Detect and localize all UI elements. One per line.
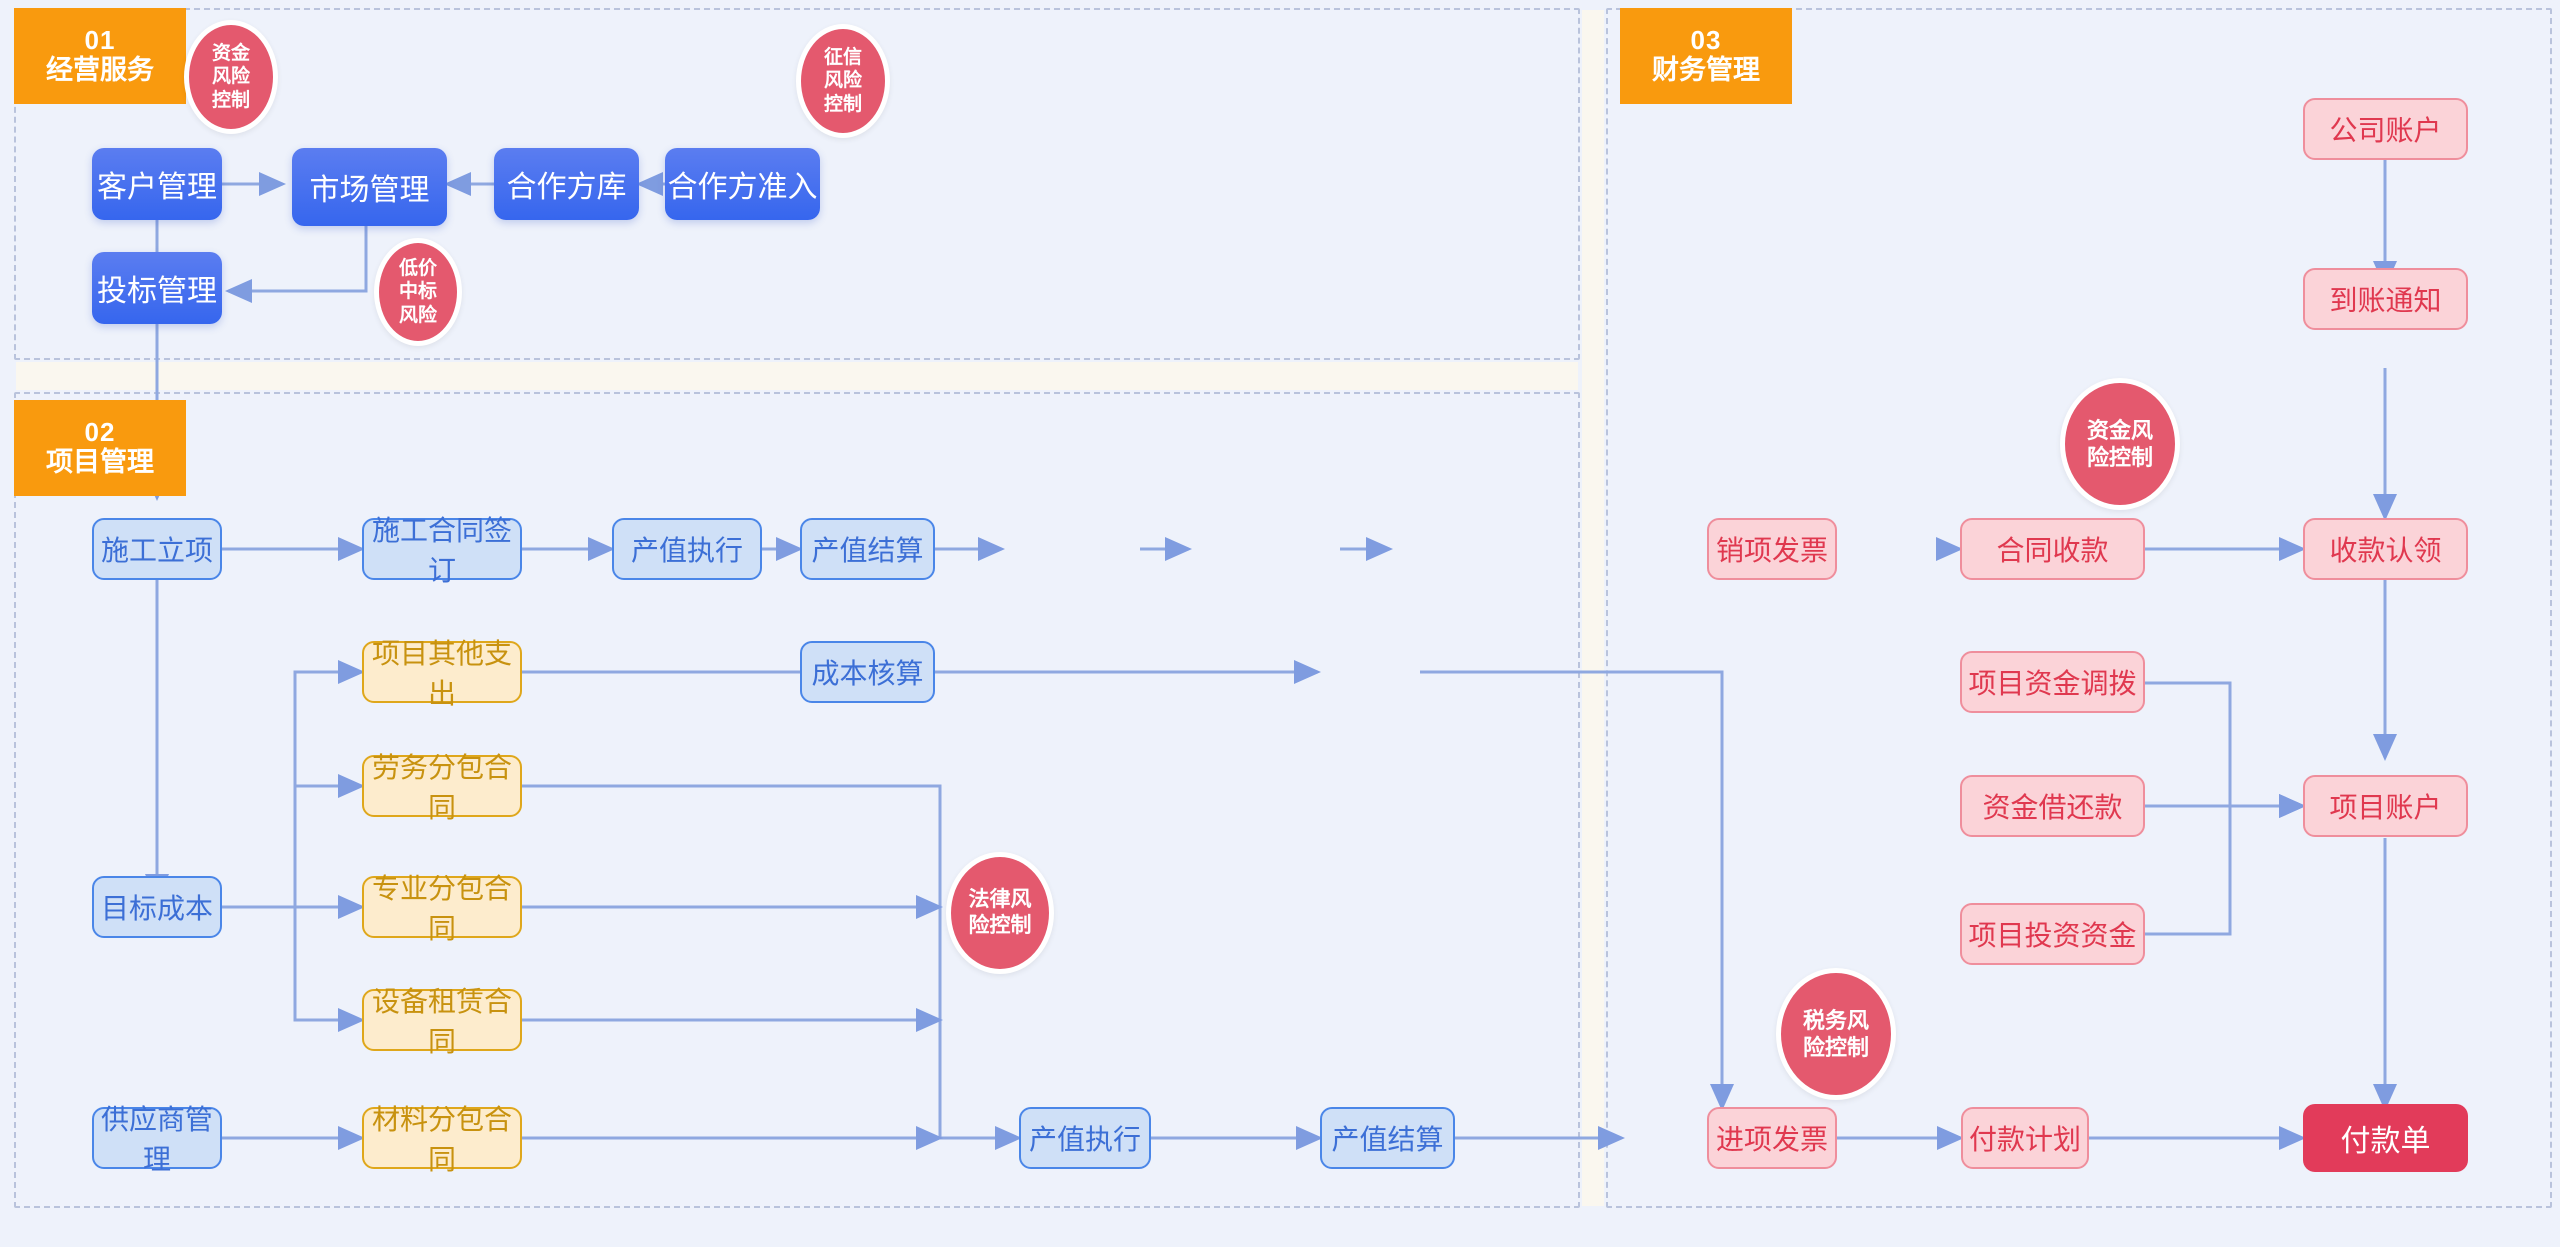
- section-panel-02: [14, 392, 1580, 1208]
- bubble-tax-risk: 税务风 险控制: [1776, 968, 1896, 1100]
- bubble-text: 资金 风险 控制: [211, 42, 250, 111]
- bubble-text: 资金风 险控制: [2086, 417, 2153, 470]
- node-receipt-claim[interactable]: 收款认领: [2303, 518, 2468, 580]
- bubble-text: 税务风 险控制: [1802, 1007, 1869, 1060]
- bubble-text: 低价 中标 风险: [398, 257, 437, 326]
- section-number: 03: [1690, 24, 1722, 55]
- node-output-exec-1[interactable]: 产值执行: [612, 518, 762, 580]
- section-tag-03: 03 财务管理: [1620, 8, 1792, 104]
- panel-gap-vertical: [1582, 10, 1604, 1206]
- node-arrival-notice[interactable]: 到账通知: [2303, 268, 2468, 330]
- node-contract-receipt[interactable]: 合同收款: [1960, 518, 2145, 580]
- panel-gap-horizontal: [16, 362, 1578, 390]
- node-output-settle-2[interactable]: 产值结算: [1320, 1107, 1455, 1169]
- section-number: 02: [84, 416, 116, 447]
- node-constr-contract[interactable]: 施工合同签订: [362, 515, 522, 586]
- node-sales-invoice[interactable]: 销项发票: [1707, 518, 1837, 580]
- node-cost-accounting[interactable]: 成本核算: [800, 641, 935, 703]
- node-bid-mgmt[interactable]: 投标管理: [92, 252, 222, 324]
- bubble-credit-risk: 征信 风险 控制: [796, 24, 890, 138]
- node-payment-plan[interactable]: 付款计划: [1961, 1107, 2089, 1169]
- node-target-cost[interactable]: 目标成本: [92, 876, 222, 938]
- section-name: 财务管理: [1652, 55, 1760, 86]
- section-number: 01: [84, 24, 116, 55]
- node-partner-pool[interactable]: 合作方库: [494, 148, 639, 220]
- node-customer-mgmt[interactable]: 客户管理: [92, 148, 222, 220]
- node-project-account[interactable]: 项目账户: [2303, 775, 2468, 837]
- node-output-exec-2[interactable]: 产值执行: [1019, 1107, 1151, 1169]
- bubble-text: 法律风 险控制: [968, 887, 1032, 937]
- node-output-settle-1[interactable]: 产值结算: [800, 518, 935, 580]
- node-company-account[interactable]: 公司账户: [2303, 98, 2468, 160]
- node-project-invest[interactable]: 项目投资资金: [1960, 903, 2145, 965]
- bubble-legal-risk: 法律风 险控制: [946, 852, 1054, 974]
- node-labor-sub[interactable]: 劳务分包合同: [362, 752, 522, 823]
- node-payment-order[interactable]: 付款单: [2303, 1104, 2468, 1172]
- section-tag-01: 01 经营服务: [14, 8, 186, 104]
- node-supplier-mgmt[interactable]: 供应商管理: [92, 1104, 222, 1175]
- node-material-sub[interactable]: 材料分包合同: [362, 1104, 522, 1175]
- node-fund-transfer[interactable]: 项目资金调拨: [1960, 651, 2145, 713]
- node-partner-entry[interactable]: 合作方准入: [665, 148, 820, 220]
- bubble-capital-risk-1: 资金 风险 控制: [184, 20, 278, 134]
- bubble-capital-risk-2: 资金风 险控制: [2060, 378, 2180, 510]
- bubble-text: 征信 风险 控制: [823, 46, 862, 115]
- node-pro-sub[interactable]: 专业分包合同: [362, 873, 522, 944]
- node-fund-loan[interactable]: 资金借还款: [1960, 775, 2145, 837]
- section-name: 项目管理: [46, 447, 154, 478]
- node-equip-lease[interactable]: 设备租赁合同: [362, 986, 522, 1057]
- node-other-expense[interactable]: 项目其他支出: [362, 638, 522, 709]
- bubble-lowbid-risk: 低价 中标 风险: [374, 238, 462, 346]
- node-input-invoice[interactable]: 进项发票: [1707, 1107, 1837, 1169]
- node-market-mgmt[interactable]: 市场管理: [292, 148, 447, 226]
- section-panel-03: [1606, 8, 2552, 1208]
- node-proj-setup[interactable]: 施工立项: [92, 518, 222, 580]
- section-name: 经营服务: [46, 55, 154, 86]
- section-tag-02: 02 项目管理: [14, 400, 186, 496]
